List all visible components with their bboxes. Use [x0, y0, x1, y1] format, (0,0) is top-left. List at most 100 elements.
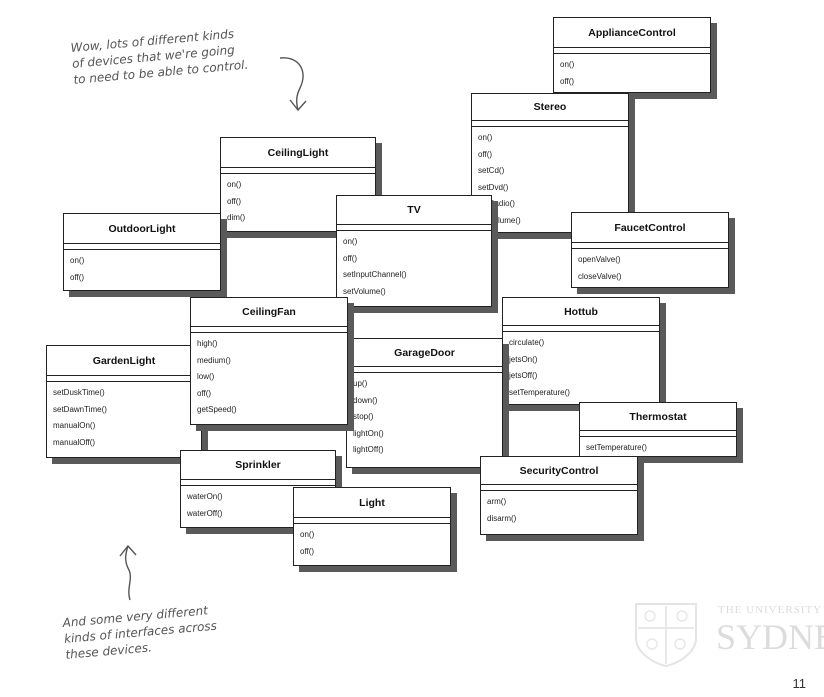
top-arrow-icon	[279, 57, 307, 112]
method: setDawnTime()	[53, 404, 107, 414]
class-box-appliance-control: ApplianceControl on() off()	[553, 17, 711, 93]
method: setVolume()	[343, 286, 386, 296]
method: disarm()	[487, 513, 517, 523]
methods-compartment: on() off()	[294, 524, 450, 560]
methods-compartment: on() off() dim()	[221, 174, 375, 227]
method: on()	[227, 180, 242, 189]
method: setCd()	[478, 166, 505, 175]
class-box-hottub: Hottub circulate() jetsOn() jetsOff() se…	[502, 297, 660, 405]
method: off()	[560, 76, 575, 86]
method: off()	[227, 196, 242, 206]
bottom-arrow-icon	[119, 544, 137, 601]
attributes-compartment	[472, 121, 628, 127]
method: manualOff()	[53, 437, 96, 447]
bottom-annotation: And some very different kinds of interfa…	[62, 602, 219, 663]
class-name: Light	[294, 488, 450, 518]
class-box-garage-door: GarageDoor up() down() stop() lightOn() …	[346, 338, 503, 468]
class-name: CeilingLight	[221, 138, 375, 168]
class-name: Stereo	[472, 94, 628, 121]
class-box-ceiling-fan: CeilingFan high() medium() low() off() g…	[190, 297, 348, 425]
class-box-thermostat: Thermostat setTemperature()	[579, 402, 737, 457]
methods-compartment: on() off() setInputChannel() setVolume()	[337, 231, 491, 300]
method: setDvd()	[478, 182, 509, 192]
method: up()	[353, 379, 368, 388]
method: jetsOn()	[509, 354, 538, 364]
method: setRadio()	[478, 199, 515, 208]
method: stop()	[353, 412, 374, 421]
methods-compartment: up() down() stop() lightOn() lightOff()	[347, 373, 502, 459]
attributes-compartment	[347, 367, 502, 373]
attributes-compartment	[64, 244, 220, 250]
crest-icon	[635, 603, 697, 668]
method: dim()	[227, 213, 246, 222]
method: manualOn()	[53, 421, 96, 430]
attributes-compartment	[47, 376, 201, 382]
class-box-security-control: SecurityControl arm() disarm()	[480, 456, 638, 535]
methods-compartment: on() off() setCd() setDvd() setRadio() s…	[472, 127, 628, 229]
page-number: 11	[792, 676, 807, 691]
method: high()	[197, 339, 218, 348]
method: off()	[478, 149, 493, 159]
methods-compartment: on() off()	[554, 54, 710, 90]
class-name: ApplianceControl	[554, 18, 710, 48]
class-name: Sprinkler	[181, 451, 335, 480]
method: setTemperature()	[509, 387, 570, 397]
attributes-compartment	[181, 480, 335, 486]
method: waterOn()	[187, 492, 223, 501]
class-box-faucet-control: FaucetControl openValve() closeValve()	[571, 212, 729, 288]
methods-compartment: waterOn() waterOff()	[181, 486, 335, 522]
method: on()	[70, 256, 85, 265]
attributes-compartment	[221, 168, 375, 174]
method: waterOff()	[187, 508, 223, 518]
attributes-compartment	[294, 518, 450, 524]
top-annotation: Wow, lots of different kinds of devices …	[70, 25, 249, 88]
method: setVolume()	[478, 215, 521, 225]
class-name: GarageDoor	[347, 339, 502, 367]
methods-compartment: circulate() jetsOn() jetsOff() setTemper…	[503, 332, 659, 401]
class-name: OutdoorLight	[64, 214, 220, 244]
method: getSpeed()	[197, 405, 237, 414]
methods-compartment: on() off()	[64, 250, 220, 286]
class-name: SecurityControl	[481, 457, 637, 485]
method: low()	[197, 372, 215, 381]
method: down()	[353, 395, 378, 405]
method: off()	[343, 253, 358, 263]
methods-compartment: arm() disarm()	[481, 491, 637, 527]
methods-compartment: high() medium() low() off() getSpeed()	[191, 333, 347, 419]
class-box-tv: TV on() off() setInputChannel() setVolum…	[336, 195, 492, 307]
method: on()	[300, 530, 315, 539]
class-box-garden-light: GardenLight setDuskTime() setDawnTime() …	[46, 345, 202, 458]
method: setDuskTime()	[53, 388, 105, 397]
method: setTemperature()	[586, 443, 647, 452]
class-box-sprinkler: Sprinkler waterOn() waterOff()	[180, 450, 336, 528]
class-name: Thermostat	[580, 403, 736, 431]
method: jetsOff()	[509, 371, 538, 380]
class-name: Hottub	[503, 298, 659, 326]
university-logo: THE UNIVERSITY OF SYDNEY	[632, 598, 824, 668]
class-box-stereo: Stereo on() off() setCd() setDvd() setRa…	[471, 93, 629, 233]
class-name: TV	[337, 196, 491, 225]
attributes-compartment	[503, 326, 659, 332]
method: lightOff()	[353, 445, 384, 454]
method: arm()	[487, 497, 507, 506]
class-box-light: Light on() off()	[293, 487, 451, 566]
method: lightOn()	[353, 428, 384, 438]
method: off()	[300, 546, 315, 556]
method: off()	[70, 272, 85, 282]
method: on()	[343, 237, 358, 246]
method: circulate()	[509, 338, 545, 347]
class-name: GardenLight	[47, 346, 201, 376]
attributes-compartment	[191, 327, 347, 333]
attributes-compartment	[572, 243, 728, 249]
method: medium()	[197, 355, 231, 365]
methods-compartment: setDuskTime() setDawnTime() manualOn() m…	[47, 382, 201, 451]
logo-line2: SYDNEY	[716, 617, 824, 657]
class-name: CeilingFan	[191, 298, 347, 327]
methods-compartment: setTemperature()	[580, 437, 736, 457]
method: closeValve()	[578, 271, 622, 281]
method: setInputChannel()	[343, 270, 407, 279]
method: off()	[197, 388, 212, 398]
methods-compartment: openValve() closeValve()	[572, 249, 728, 285]
method: on()	[560, 60, 575, 69]
attributes-compartment	[580, 431, 736, 437]
